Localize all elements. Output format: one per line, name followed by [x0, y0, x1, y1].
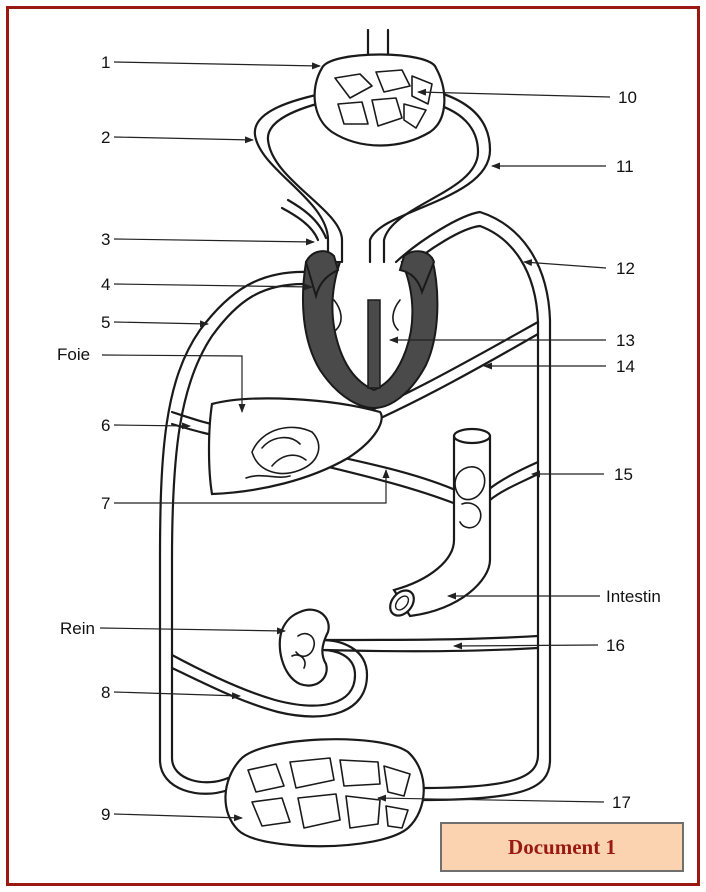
renal-vein [172, 640, 367, 716]
label-1: 1 [101, 53, 320, 72]
svg-text:17: 17 [612, 793, 631, 812]
label-5: 5 [101, 313, 208, 332]
svg-text:13: 13 [616, 331, 635, 350]
label-6: 6 [101, 416, 190, 435]
label-3: 3 [101, 230, 314, 249]
svg-text:Rein: Rein [60, 619, 95, 638]
label-11: 11 [492, 157, 634, 176]
svg-text:6: 6 [101, 416, 110, 435]
svg-text:12: 12 [616, 259, 635, 278]
vena-cava [160, 272, 310, 794]
svg-text:Foie: Foie [57, 345, 90, 364]
label-9: 9 [101, 805, 242, 824]
liver [209, 398, 382, 494]
svg-text:10: 10 [618, 88, 637, 107]
lung-capillary-bed [315, 55, 445, 146]
svg-text:16: 16 [606, 636, 625, 655]
svg-text:3: 3 [101, 230, 110, 249]
intestine [385, 429, 490, 620]
svg-text:2: 2 [101, 128, 110, 147]
kidney [280, 610, 329, 686]
label-8: 8 [101, 683, 240, 702]
heart [303, 251, 437, 408]
label-intestin: Intestin [448, 587, 661, 606]
svg-text:5: 5 [101, 313, 110, 332]
mesenteric-artery [488, 462, 538, 500]
label-15: 15 [532, 465, 633, 484]
svg-text:11: 11 [616, 157, 634, 176]
svg-text:14: 14 [616, 357, 635, 376]
document-badge: Document 1 [440, 822, 684, 872]
document-label: Document 1 [508, 835, 616, 860]
body-capillary-bed [225, 739, 423, 846]
label-14: 14 [484, 357, 635, 376]
renal-artery [325, 636, 538, 651]
label-4: 4 [101, 275, 312, 294]
label-foie: Foie [57, 345, 242, 412]
svg-text:15: 15 [614, 465, 633, 484]
svg-text:9: 9 [101, 805, 110, 824]
svg-text:8: 8 [101, 683, 110, 702]
svg-text:Intestin: Intestin [606, 587, 661, 606]
svg-text:1: 1 [101, 53, 110, 72]
svg-text:4: 4 [101, 275, 110, 294]
label-2: 2 [101, 128, 253, 147]
svg-text:7: 7 [101, 494, 110, 513]
